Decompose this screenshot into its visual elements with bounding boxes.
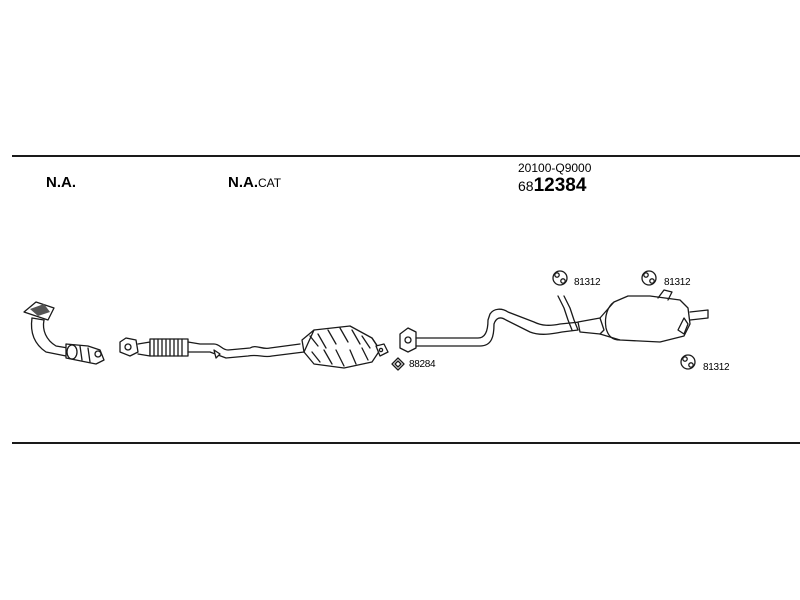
- gasket-icon: [391, 357, 405, 371]
- intermediate-pipe: [399, 308, 581, 353]
- bottom-divider-line: [12, 442, 800, 444]
- front-downpipe: [23, 301, 105, 365]
- variant-label-na-cat-suffix: CAT: [258, 176, 282, 190]
- hanger-part-number-2: 81312: [664, 277, 691, 288]
- hanger-rubber-icon-1: [552, 270, 568, 286]
- gasket-part-number: 88284: [409, 359, 436, 370]
- top-divider-line: [12, 155, 800, 157]
- part-number: 6812384: [518, 175, 586, 197]
- hanger-bracket-1: [557, 295, 579, 331]
- oe-number: 20100-Q9000: [518, 161, 592, 175]
- hanger-part-number-3: 81312: [703, 362, 730, 373]
- part-number-main: 12384: [533, 175, 587, 196]
- rear-muffler: [577, 289, 709, 343]
- variant-label-na-cat: N.A.CAT: [228, 174, 281, 192]
- part-number-prefix: 68: [518, 178, 534, 194]
- hanger-part-number-1: 81312: [574, 277, 601, 288]
- catalytic-converter: [301, 325, 389, 369]
- variant-label-na-cat-main: N.A.: [228, 174, 258, 191]
- hanger-rubber-icon-3: [680, 354, 696, 370]
- variant-label-na: N.A.: [46, 174, 76, 191]
- flex-pipe: [119, 337, 305, 359]
- hanger-rubber-icon-2: [641, 270, 657, 286]
